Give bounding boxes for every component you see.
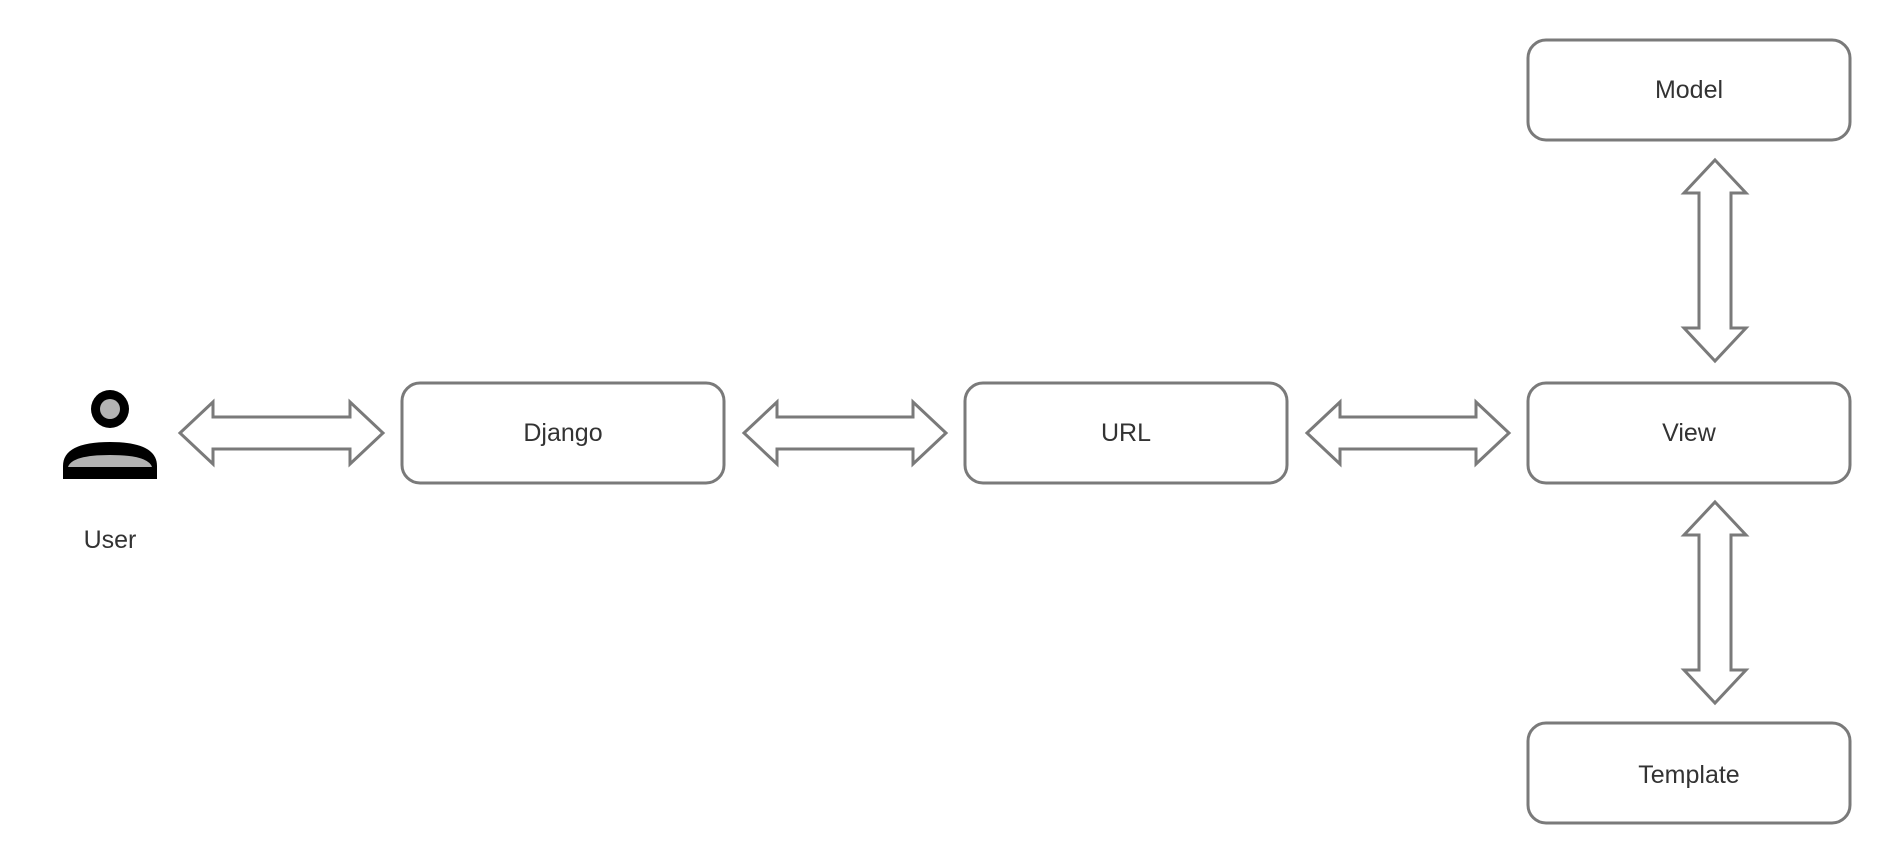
model-view-arrow [1680,157,1750,364]
user-django-arrow [177,398,386,468]
model-node[interactable]: Model [1526,38,1852,142]
template-label: Template [1638,761,1739,789]
view-label: View [1662,419,1717,447]
user-icon [63,390,157,479]
template-node[interactable]: Template [1526,721,1852,825]
django-label: Django [523,419,602,447]
user-label: User [84,526,137,554]
model-label: Model [1655,76,1723,104]
url-view-arrow [1304,398,1512,468]
django-url-arrow [741,398,949,468]
url-label: URL [1101,419,1151,447]
url-node[interactable]: URL [963,381,1289,485]
view-node[interactable]: View [1526,381,1852,485]
view-template-arrow [1680,499,1750,706]
django-node[interactable]: Django [400,381,726,485]
